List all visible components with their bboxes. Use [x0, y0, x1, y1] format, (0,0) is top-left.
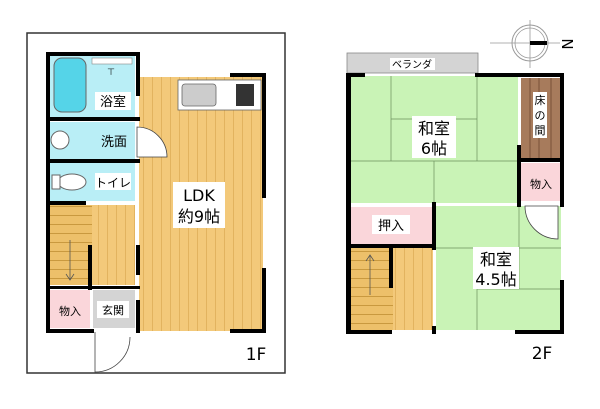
compass-icon — [490, 20, 560, 68]
second-floor-walls — [346, 73, 564, 334]
stove-icon — [236, 84, 254, 106]
entrance-door-swing — [94, 332, 131, 373]
tatami-lines-6 — [350, 76, 518, 203]
tokonoma-label-1: 床 — [535, 93, 546, 107]
first-floor-hall — [92, 205, 135, 285]
toilet-icon — [57, 173, 87, 191]
washitsu-45-name-label: 和室 — [480, 250, 512, 269]
first-floor-frame — [26, 32, 286, 374]
north-label: N — [558, 38, 576, 49]
stairs-up-arrowhead-icon — [365, 254, 375, 262]
entrance-label: 玄関 — [102, 303, 124, 317]
sink-icon — [50, 130, 70, 150]
stairs-arrowhead-icon — [65, 273, 75, 281]
toilet-tank-icon — [51, 174, 61, 190]
kitchen-sink-icon — [181, 83, 217, 107]
washitsu-45-size-label: 4.5帖 — [475, 270, 516, 289]
first-floor-label: 1F — [246, 345, 267, 365]
first-floor-stairs — [49, 205, 92, 285]
bath-label: 浴室 — [100, 94, 126, 110]
washroom-label: 洗面 — [101, 135, 127, 150]
first-floor-walls — [46, 52, 266, 333]
veranda-label: ベランダ — [392, 58, 432, 71]
first-floor-storage — [50, 290, 90, 328]
washitsu-6-size-label: 6帖 — [421, 139, 447, 158]
ldk-size-label: 約9帖 — [178, 207, 220, 226]
washroom-door-swing — [136, 126, 168, 158]
first-floor-storage-label: 物入 — [59, 304, 81, 318]
oshiire-label: 押入 — [378, 219, 404, 234]
washitsu-45-door-swing — [524, 205, 559, 240]
toilet-label: トイレ — [95, 176, 131, 190]
washitsu-6-name-label: 和室 — [418, 119, 450, 138]
bathtub-icon — [53, 57, 87, 113]
second-floor-stairs — [350, 248, 393, 330]
faucet-icon: ⊤ — [107, 68, 115, 78]
tokonoma-label-2: の — [535, 109, 546, 122]
second-floor-storage-label: 物入 — [530, 177, 552, 191]
ldk-name-label: LDK — [183, 186, 215, 205]
bath-door — [91, 57, 133, 65]
second-floor-label: 2F — [532, 344, 553, 364]
tokonoma-label-3: 間 — [535, 124, 546, 137]
second-floor-hall — [393, 248, 433, 330]
second-floor-storage — [521, 163, 561, 201]
